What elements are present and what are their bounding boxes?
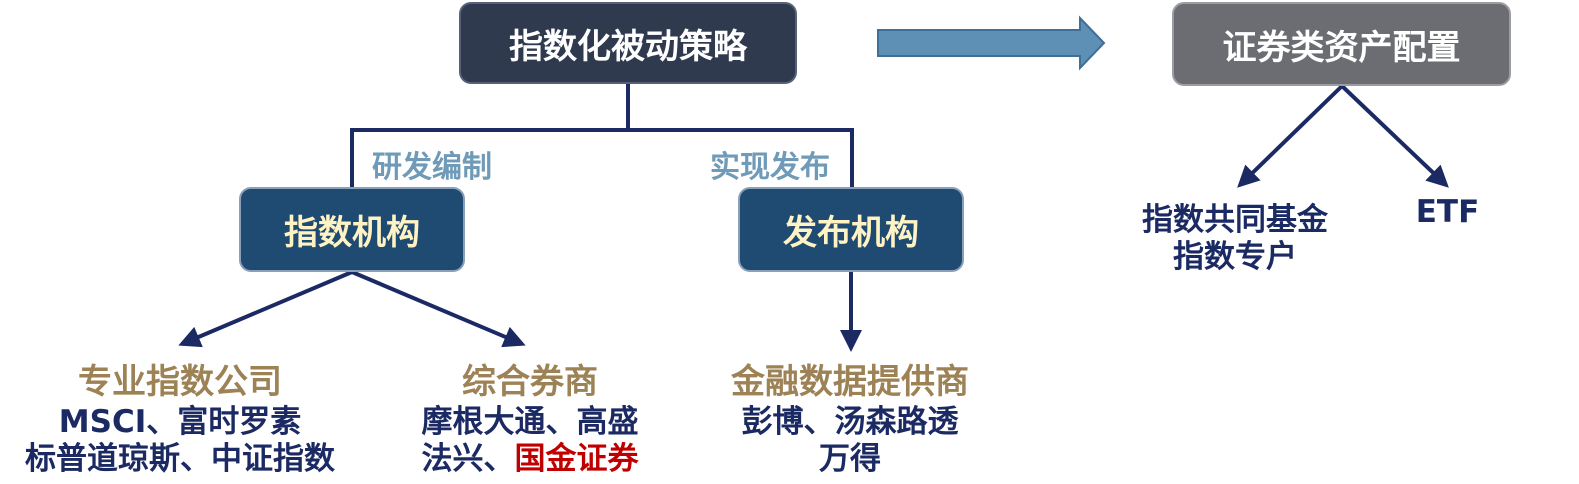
block-arrow	[877, 15, 1106, 71]
pro-index-line2: 标普道琼斯、中证指数	[25, 441, 335, 477]
broker-line2-part-a: 法兴、	[421, 441, 515, 477]
publish-institution-label: 发布机构	[783, 213, 919, 253]
broker-line2-highlight: 国金证券	[514, 441, 639, 477]
pro-index-line1: MSCI、富时罗素	[58, 404, 302, 440]
data-vendor-line1: 彭博、汤森路透	[741, 404, 959, 440]
pro-index-title: 专业指数公司	[78, 362, 282, 402]
etf-label: ETF	[1415, 194, 1480, 230]
arrow-to-broker	[351, 270, 526, 348]
data-vendor-title: 金融数据提供商	[731, 362, 969, 402]
fund-line1: 指数共同基金	[1142, 202, 1328, 238]
tree-bracket	[350, 84, 854, 188]
index-institution-label: 指数机构	[284, 213, 420, 253]
arrow-to-fund	[1237, 84, 1344, 188]
strategy-box: 指数化被动策略	[459, 2, 797, 84]
strategy-label: 指数化被动策略	[509, 26, 747, 67]
allocation-label: 证券类资产配置	[1222, 27, 1461, 68]
index-institution-box: 指数机构	[239, 187, 465, 272]
fund-line2: 指数专户	[1173, 239, 1297, 275]
branch-label-right: 实现发布	[710, 150, 830, 185]
data-vendor-line2: 万得	[819, 441, 881, 477]
broker-title: 综合券商	[462, 362, 598, 402]
arrow-to-pro-index	[178, 270, 353, 348]
broker-line1: 摩根大通、高盛	[421, 404, 639, 440]
broker-line2: 法兴、国金证券	[400, 433, 660, 478]
branch-label-left: 研发编制	[372, 150, 492, 185]
allocation-box: 证券类资产配置	[1172, 2, 1511, 86]
arrow-to-etf	[1340, 84, 1449, 188]
publish-institution-box: 发布机构	[738, 187, 964, 272]
